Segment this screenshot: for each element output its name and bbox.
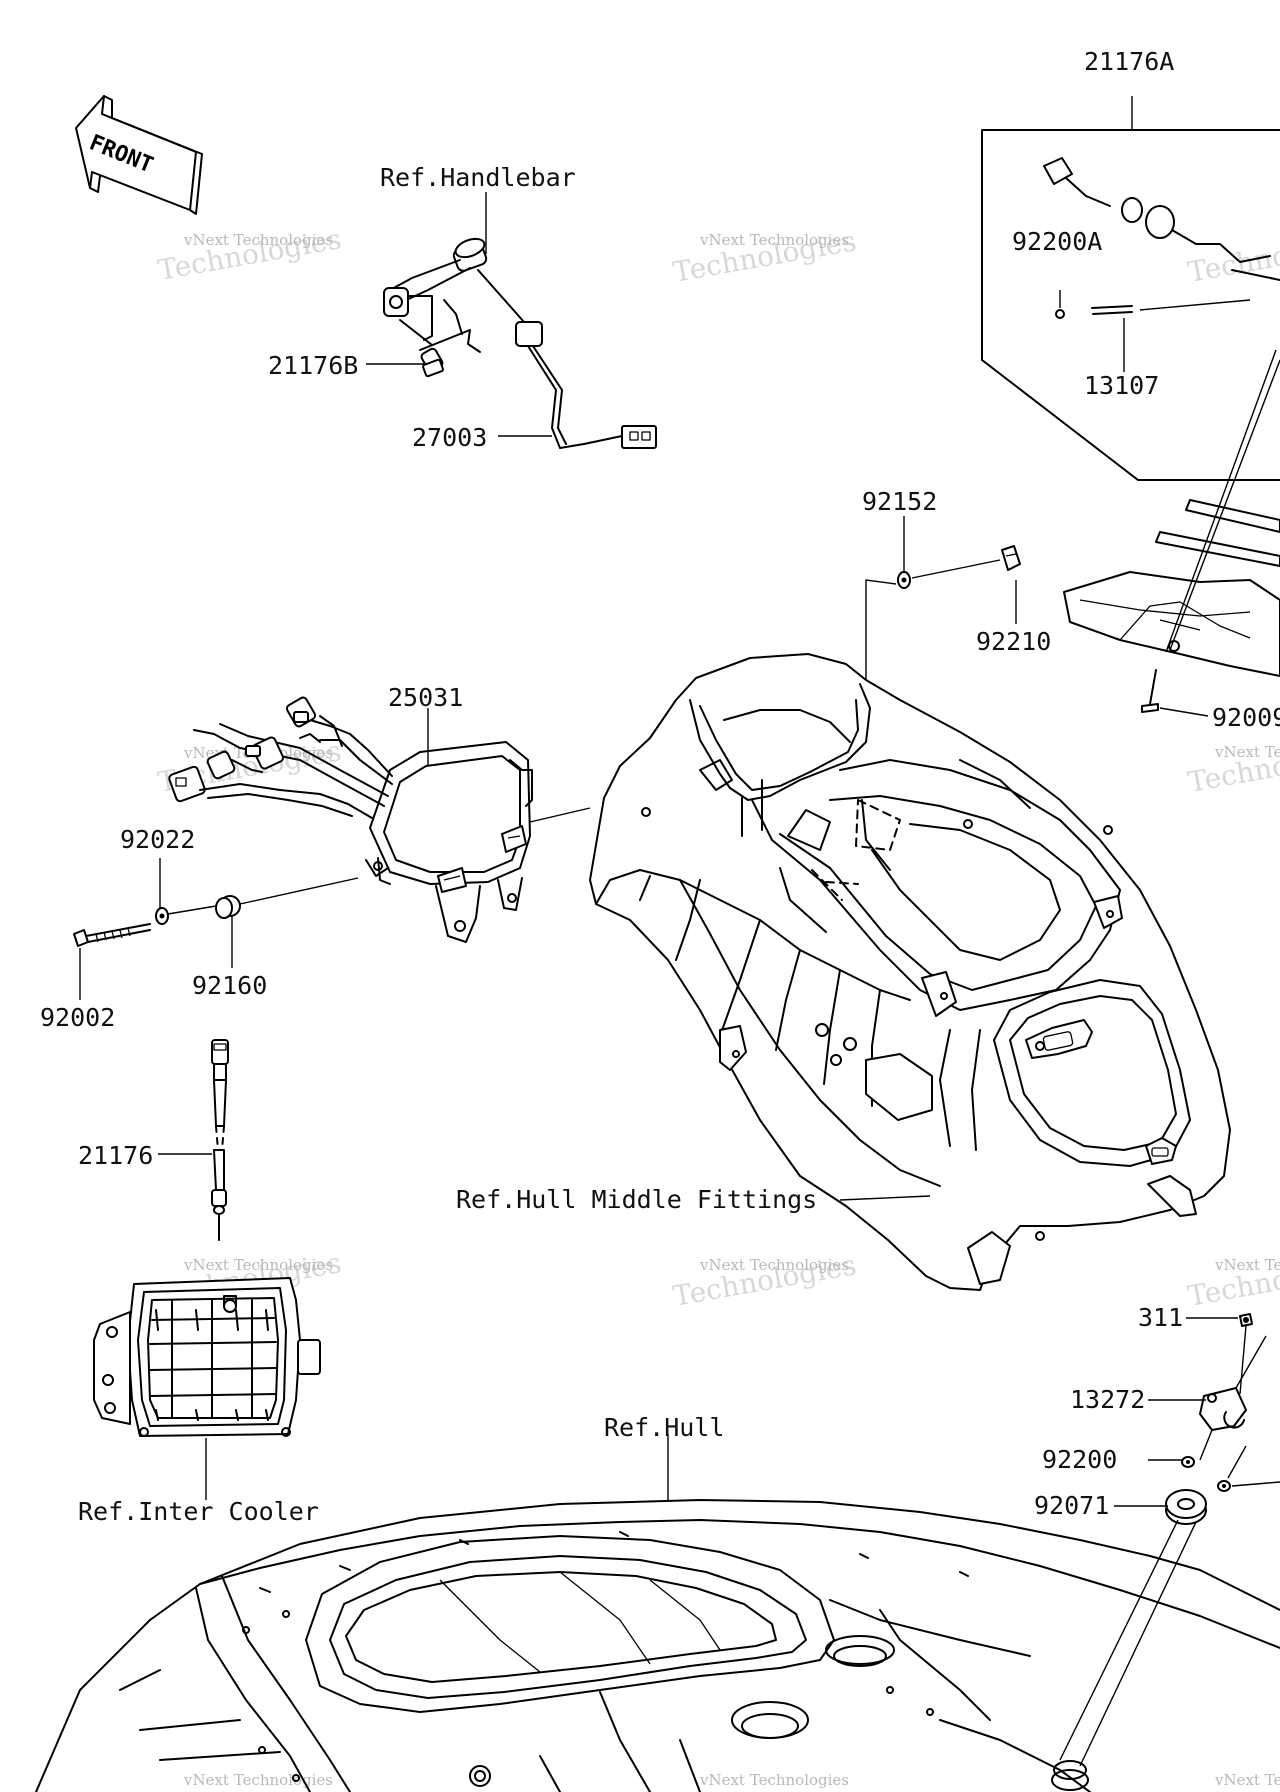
svg-text:vNext Technologies: vNext Technologies: [183, 231, 333, 249]
svg-text:vNext Technologies: vNext Technologies: [699, 231, 849, 249]
hull: [35, 1499, 1280, 1792]
label-92152: 92152: [862, 487, 937, 516]
label-92200: 92200: [1042, 1445, 1117, 1474]
hull-middle-fittings: [589, 653, 1231, 1291]
inter-cooler: [93, 1277, 321, 1437]
front-arrow-icon: FRONT: [75, 95, 203, 215]
watermark: vNext Technologies: [183, 1771, 333, 1789]
meter-assembly: [73, 696, 591, 947]
label-27003: 27003: [412, 423, 487, 452]
watermark: vNext Technologies Technologies: [670, 1248, 858, 1313]
svg-text:vNext Technologies: vNext Technologies: [699, 1771, 849, 1789]
sensor-harness-21176: [211, 1039, 229, 1241]
svg-text:vNext Technologies: vNext Technologies: [699, 1256, 849, 1274]
svg-text:vNext Technologies: vNext Technologies: [1214, 743, 1280, 761]
label-92009: 92009: [1212, 703, 1280, 732]
sensor-detail-box: [981, 129, 1280, 713]
label-21176A: 21176A: [1084, 47, 1174, 76]
handlebar-switch-assembly: [383, 237, 657, 449]
label-13272: 13272: [1070, 1385, 1145, 1414]
watermark: vNext Technologies Technologies: [1185, 734, 1280, 799]
svg-text:vNext Technologies: vNext Technologies: [183, 1256, 333, 1274]
svg-text:vNext Technologies: vNext Technologies: [1214, 1256, 1280, 1274]
watermark: vNext Technologies: [1214, 1771, 1280, 1789]
label-13107: 13107: [1084, 371, 1159, 400]
label-21176B: 21176B: [268, 351, 358, 380]
svg-text:vNext Technologies: vNext Technologies: [1214, 1771, 1280, 1789]
watermark: vNext Technologies Technologies: [670, 224, 858, 289]
label-92071: 92071: [1034, 1491, 1109, 1520]
label-ref-hull: Ref.Hull: [604, 1413, 724, 1442]
label-25031: 25031: [388, 683, 463, 712]
grommet-92152-nut-92210: [865, 545, 1021, 762]
watermark: vNext Technologies Technologies: [1185, 1248, 1280, 1313]
watermark: vNext Technologies Technologies: [155, 222, 343, 287]
label-92002: 92002: [40, 1003, 115, 1032]
label-ref-inter-cooler: Ref.Inter Cooler: [78, 1497, 319, 1526]
label-ref-handlebar: Ref.Handlebar: [380, 163, 576, 192]
watermark: vNext Technologies: [699, 1771, 849, 1789]
label-311: 311: [1138, 1303, 1183, 1332]
drain-assembly: [1053, 1313, 1280, 1780]
part-labels: 21176A Ref.Handlebar 92200A 13107 21176B…: [40, 47, 1280, 1526]
label-21176: 21176: [78, 1141, 153, 1170]
label-92210: 92210: [976, 627, 1051, 656]
leader-lines: [79, 96, 1238, 1507]
svg-text:vNext Technologies: vNext Technologies: [183, 1771, 333, 1789]
label-92022: 92022: [120, 825, 195, 854]
label-92160: 92160: [192, 971, 267, 1000]
label-92200A: 92200A: [1012, 227, 1102, 256]
label-ref-hull-middle-fittings: Ref.Hull Middle Fittings: [456, 1185, 817, 1214]
